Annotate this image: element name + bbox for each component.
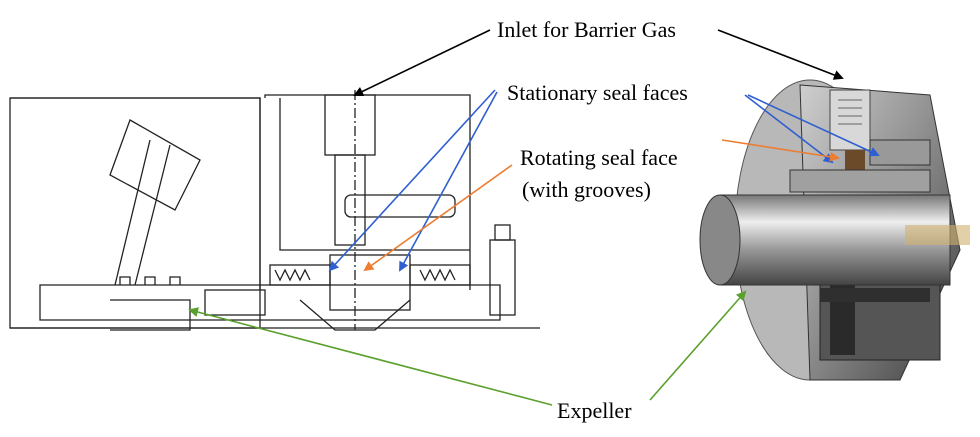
label-expeller: Expeller [557, 398, 632, 423]
label-stationary: Stationary seal faces [507, 80, 688, 105]
label-inlet: Inlet for Barrier Gas [497, 17, 676, 42]
label-rotating-1: Rotating seal face [520, 145, 678, 170]
stationary-arrows [328, 89, 880, 272]
expeller-arrows [188, 290, 747, 406]
inlet-arrows [353, 29, 844, 97]
label-rotating-2: (with grooves) [522, 177, 651, 202]
cross-section-drawing [9, 90, 540, 331]
seal-3d-rendering [699, 79, 970, 381]
rotating-arrows [363, 139, 840, 272]
